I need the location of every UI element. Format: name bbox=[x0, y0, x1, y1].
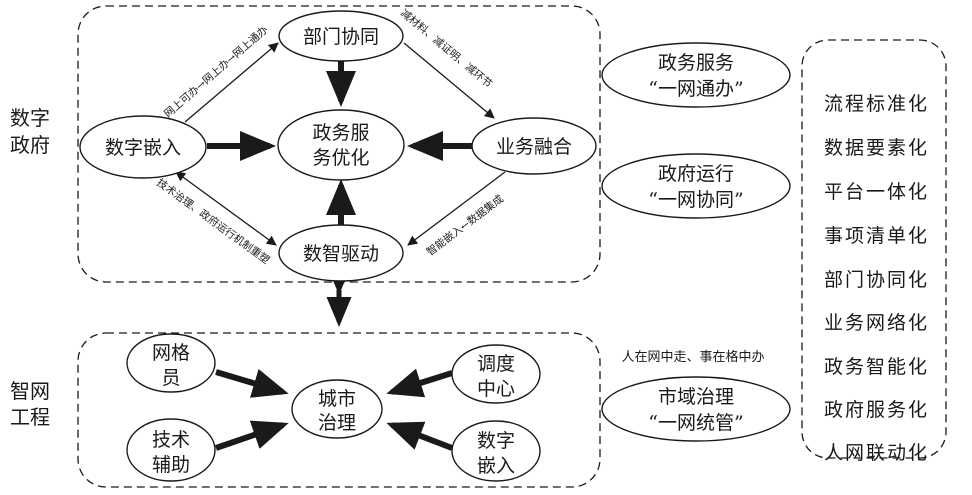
node-digital-embed-label-1: 数字 bbox=[477, 430, 515, 452]
node-embed: 数字嵌入 bbox=[79, 115, 207, 179]
node-business: 业务融合 bbox=[471, 117, 597, 175]
node-grid-member-label-1: 网格 bbox=[152, 342, 190, 364]
outcome-label-5: 市域治理 bbox=[658, 386, 734, 408]
node-grid-member: 网格 员 bbox=[126, 333, 216, 393]
outcome-label-3: 政府运行 bbox=[658, 163, 734, 185]
feature-item: 事项清单化 bbox=[824, 225, 929, 247]
feature-item: 政府服务化 bbox=[824, 399, 929, 421]
section-label-digital-government-1: 数字 bbox=[10, 106, 50, 130]
node-city-label-2: 治理 bbox=[318, 412, 356, 434]
node-city: 城市 治理 bbox=[291, 379, 383, 439]
node-center-label-1: 政务服 bbox=[312, 122, 369, 144]
node-tech-assist-label-2: 辅助 bbox=[152, 454, 190, 476]
feature-item: 平台一体化 bbox=[824, 181, 929, 203]
features-list: 流程标准化 数据要素化 平台一体化 事项清单化 部门协同化 业务网络化 政务智能… bbox=[824, 93, 929, 464]
feature-item: 人网联动化 bbox=[824, 442, 929, 464]
section-label-smart-grid-2: 工程 bbox=[10, 405, 50, 429]
node-drive: 数智驱动 bbox=[278, 224, 404, 282]
outcome-label-4: “一网协同” bbox=[648, 189, 743, 211]
outcome-note: 人在网中走、事在格中办 bbox=[621, 349, 764, 365]
node-business-label: 业务融合 bbox=[496, 136, 572, 158]
edge-label-embed-to-department: 网上可办→网上办→网上通办 bbox=[161, 23, 270, 120]
outcome-one-network-collaboration: 政府运行 “一网协同” bbox=[601, 153, 791, 219]
smart-grid-box bbox=[77, 332, 601, 488]
outcome-unified-management: 市域治理 “一网统管” bbox=[601, 376, 791, 442]
node-center: 政务服 务优化 bbox=[277, 109, 405, 181]
node-city-label-1: 城市 bbox=[318, 388, 356, 410]
arrow-tech-assist-to-city bbox=[215, 420, 289, 451]
node-embed-label: 数字嵌入 bbox=[105, 137, 181, 159]
node-dispatch-label-2: 中心 bbox=[477, 378, 515, 400]
node-tech-assist-label-1: 技术 bbox=[152, 429, 190, 451]
outcome-label-2: “一网通办” bbox=[648, 78, 743, 100]
outcome-one-stop-service: 政务服务 “一网通办” bbox=[601, 42, 791, 108]
outcome-label-1: 政务服务 bbox=[658, 52, 734, 74]
feature-item: 政务智能化 bbox=[824, 356, 929, 378]
arrow-digital-embed-to-city bbox=[386, 421, 454, 451]
node-dispatch-label-1: 调度 bbox=[477, 353, 515, 375]
feature-item: 数据要素化 bbox=[824, 137, 929, 159]
feature-item: 部门协同化 bbox=[824, 269, 929, 291]
arrow-embed-drive bbox=[175, 171, 277, 246]
node-department: 部门协同 bbox=[278, 10, 404, 62]
node-digital-embed: 数字 嵌入 bbox=[451, 420, 541, 482]
node-drive-label: 数智驱动 bbox=[303, 243, 379, 265]
arrow-embed-to-department bbox=[184, 42, 279, 123]
section-label-smart-grid-1: 智网 bbox=[10, 379, 50, 403]
feature-item: 业务网络化 bbox=[824, 312, 929, 334]
node-department-label: 部门协同 bbox=[303, 26, 379, 48]
node-grid-member-label-2: 员 bbox=[161, 367, 180, 389]
edge-label-embed-drive: 技术治理、政府运行机制重塑 bbox=[154, 176, 272, 267]
node-center-label-2: 务优化 bbox=[312, 147, 369, 169]
arrow-grid-member-to-city bbox=[215, 369, 289, 398]
section-label-digital-government-2: 政府 bbox=[10, 133, 50, 157]
arrow-business-to-drive bbox=[407, 171, 506, 246]
features-box bbox=[801, 39, 947, 459]
node-dispatch: 调度 中心 bbox=[451, 344, 541, 404]
node-digital-embed-label-2: 嵌入 bbox=[477, 455, 515, 477]
arrow-department-to-business bbox=[403, 42, 495, 119]
outcome-label-6: “一网统管” bbox=[648, 412, 743, 434]
arrow-dispatch-to-city bbox=[386, 368, 453, 398]
feature-item: 流程标准化 bbox=[824, 93, 929, 115]
node-tech-assist: 技术 辅助 bbox=[126, 418, 216, 482]
